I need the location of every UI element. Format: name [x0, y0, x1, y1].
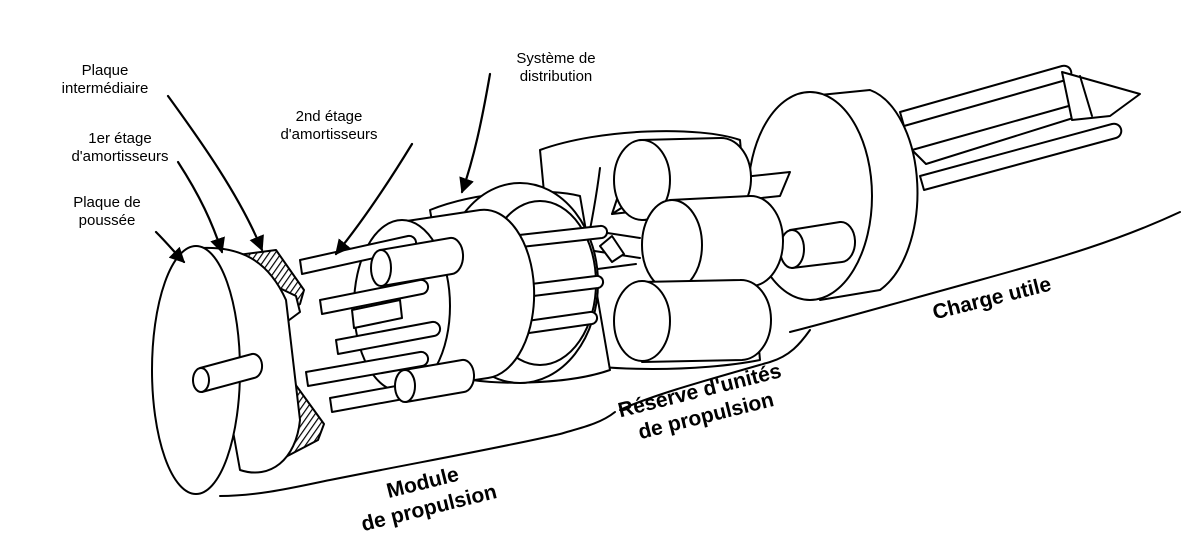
- pusher-plate: [151, 245, 301, 495]
- label-line: d'amortisseurs: [71, 148, 169, 165]
- label-line: d'amortisseurs: [280, 126, 378, 143]
- section-braces: [219, 211, 1181, 497]
- label-line: Plaque: [81, 62, 129, 79]
- label-line: Système de: [516, 50, 596, 67]
- label-line: intermédiaire: [61, 80, 149, 97]
- label-systeme-distribution: Système de distribution: [492, 50, 620, 86]
- label-second-etage: 2nd étage d'amortisseurs: [256, 108, 402, 144]
- propulsion-module: [299, 208, 536, 413]
- label-premier-etage: 1er étage d'amortisseurs: [50, 130, 190, 166]
- label-line: 1er étage: [88, 130, 152, 147]
- label-line: Plaque de: [73, 194, 141, 211]
- label-plaque-poussee: Plaque de poussée: [52, 194, 162, 230]
- label-line: distribution: [519, 68, 593, 85]
- label-line: poussée: [78, 212, 136, 229]
- payload-body: [747, 64, 1141, 301]
- label-line: 2nd étage: [295, 108, 363, 125]
- label-plaque-intermediaire: Plaque intermédiaire: [38, 62, 172, 98]
- leader-arrows: [154, 72, 492, 264]
